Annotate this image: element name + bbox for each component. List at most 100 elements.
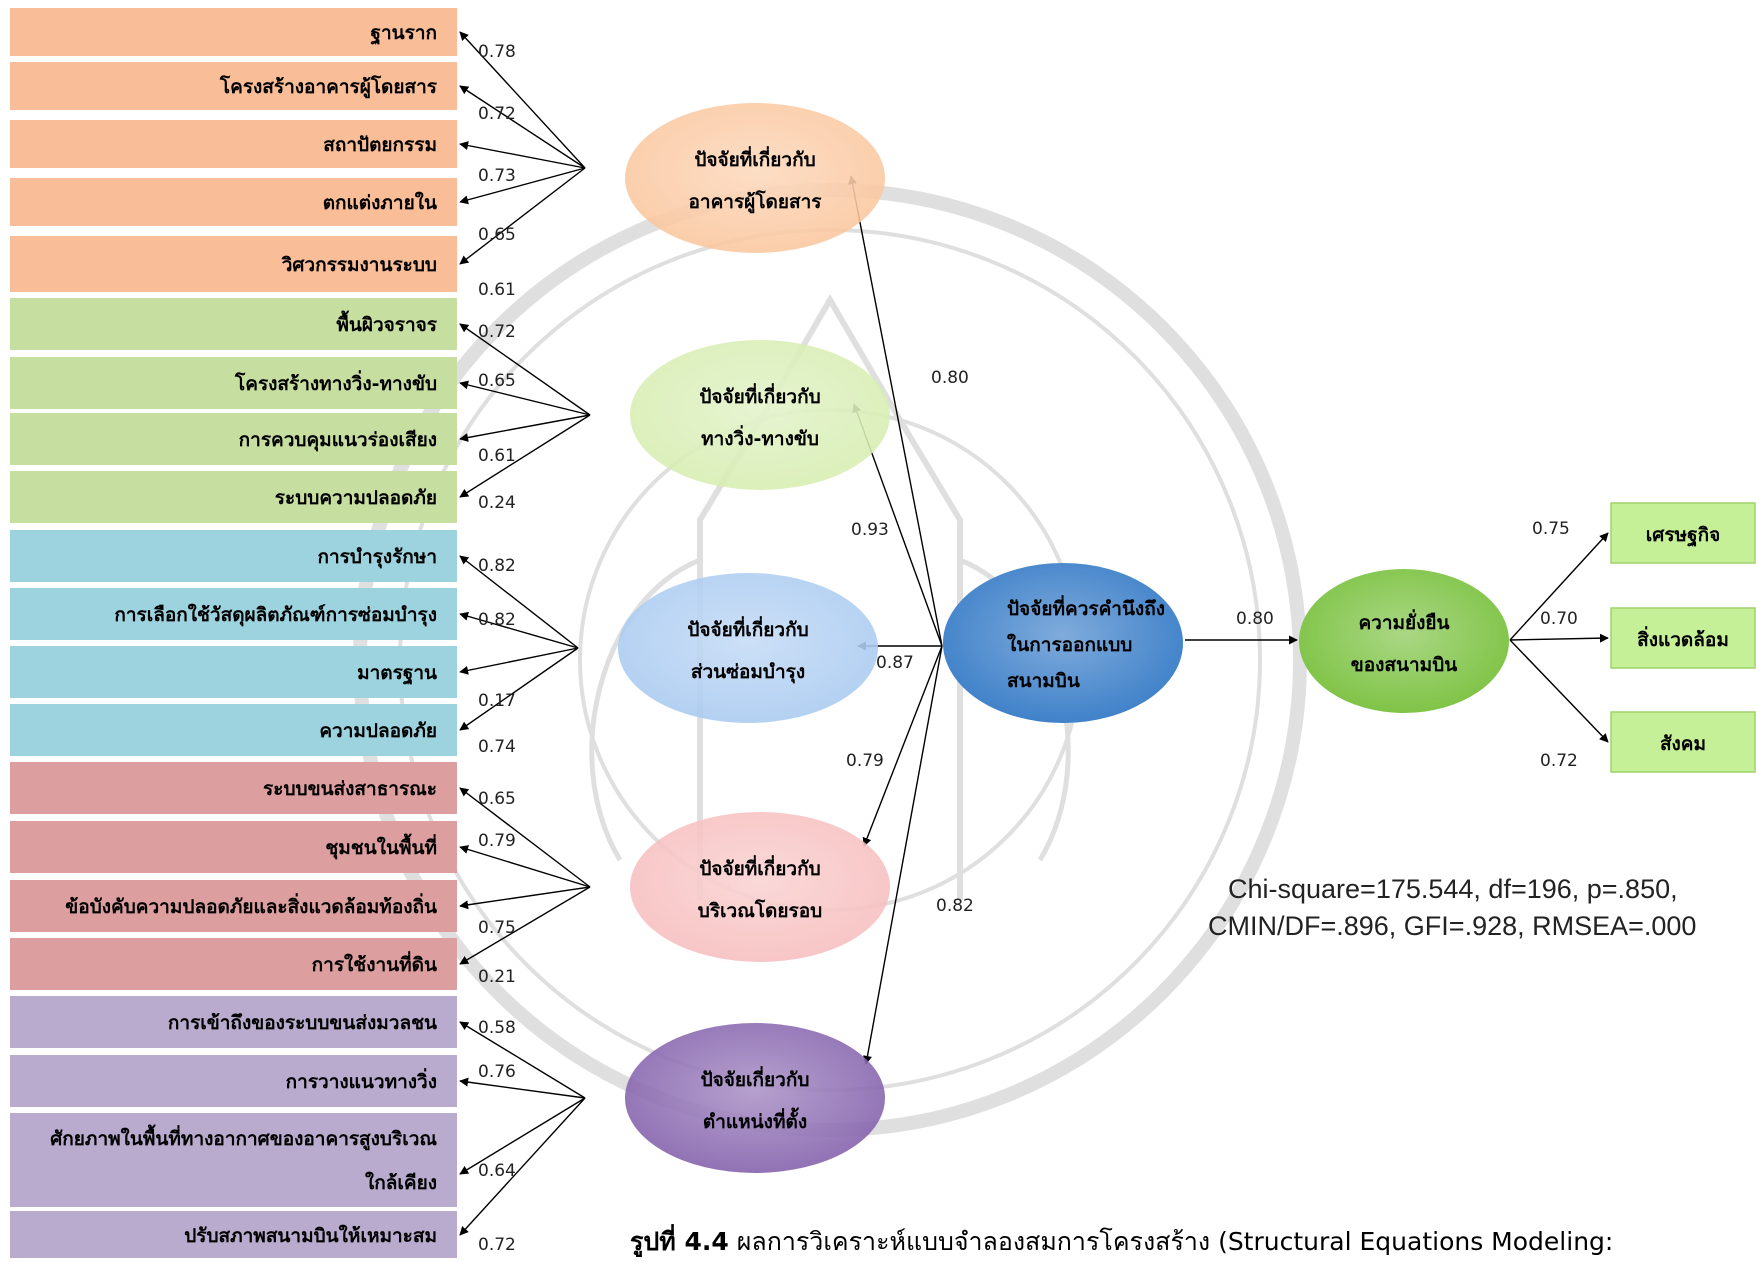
indicator-box-bg [10, 821, 457, 873]
indicator-box-bg [10, 1211, 457, 1258]
loading-arrow [459, 611, 579, 649]
loading-value: 0.74 [478, 737, 516, 757]
outcome-factor-label-line1: ความยั่งยืน [1358, 609, 1449, 634]
outcome-loading-arrow [1509, 532, 1609, 641]
figure-caption: รูปที่ 4.4 ผลการวิเคราะห์แบบจำลองสมการโค… [630, 1222, 1613, 1262]
indicator-box: ระบบขนส่งสาธารณะ [10, 762, 457, 814]
indicator-box: ข้อบังคับความปลอดภัยและสิ่งแวดล้อมท้องถิ… [10, 880, 457, 932]
central-factor-highlight [943, 563, 1183, 723]
figure-caption-text: ผลการวิเคราะห์แบบจำลองสมการโครงสร้าง (St… [728, 1227, 1614, 1256]
loading-arrow [459, 1077, 586, 1099]
indicator-label: ข้อบังคับความปลอดภัยและสิ่งแวดล้อมท้องถิ… [65, 893, 437, 918]
loading-arrow [459, 167, 586, 205]
indicator-label: การควบคุมแนวร่องเสียง [239, 429, 437, 452]
outcome-factor-highlight [1299, 569, 1509, 713]
loading-arrow [459, 31, 586, 169]
indicator-box: โครงสร้างอาคารผู้โดยสาร [10, 62, 457, 110]
indicator-box-bg [10, 704, 457, 756]
outcome-path-coefficient: 0.80 [1236, 609, 1274, 629]
indicator-label: สถาปัตยกรรม [323, 134, 437, 156]
indicator-box-bg [10, 1055, 457, 1107]
indicator-box: มาตรฐาน [10, 646, 457, 698]
structural-path-coefficient: 0.87 [876, 653, 914, 673]
indicator-box-bg [10, 996, 457, 1048]
latent-factor-highlight [625, 1023, 885, 1173]
latent-factors: ปัจจัยที่เกี่ยวกับอาคารผู้โดยสารปัจจัยที… [618, 103, 1509, 1173]
indicator-boxes: ฐานรากโครงสร้างอาคารผู้โดยสารสถาปัตยกรรม… [10, 8, 1756, 1258]
latent-factor-label-line2: อาคารผู้โดยสาร [689, 190, 823, 214]
outcome-indicator-label: เศรษฐกิจ [1646, 524, 1720, 548]
loading-arrow [459, 1097, 586, 1175]
indicator-box: การวางแนวทางวิ่ง [10, 1055, 457, 1107]
loading-arrow [459, 85, 586, 169]
indicator-label: การวางแนวทางวิ่ง [286, 1068, 437, 1093]
indicator-box: วิศวกรรมงานระบบ [10, 236, 457, 292]
indicator-box-bg [10, 471, 457, 523]
indicator-box: ปรับสภาพสนามบินให้เหมาะสม [10, 1211, 457, 1258]
loading-value: 0.79 [478, 831, 516, 851]
structural-path-coefficient: 0.79 [846, 751, 884, 771]
latent-factor-label-line2: ส่วนซ่อมบำรุง [691, 661, 805, 684]
indicator-box-bg [10, 588, 457, 640]
loading-value: 0.65 [478, 225, 516, 245]
loading-value: 0.75 [478, 918, 516, 938]
indicator-box-bg [10, 120, 457, 168]
outcome-indicator: เศรษฐกิจ [1610, 502, 1756, 564]
loading-arrow [459, 845, 591, 888]
model-fit-statistics: Chi-square=175.544, df=196, p=.850, CMIN… [1208, 874, 1696, 941]
loading-value: 0.76 [478, 1062, 516, 1082]
latent-factor-highlight [618, 573, 878, 723]
loading-value: 0.82 [478, 610, 516, 630]
indicator-label: การบำรุงรักษา [318, 546, 438, 569]
indicator-label: การเลือกใช้วัสดุผลิตภัณฑ์การซ่อมบำรุง [114, 603, 437, 627]
loading-arrow [459, 886, 591, 965]
fit-line-2: CMIN/DF=.896, GFI=.928, RMSEA=.000 [1208, 911, 1696, 941]
outcome-indicator-box [1610, 502, 1756, 564]
outcome-factor-label-line2: ของสนามบิน [1351, 654, 1458, 676]
central-factor-label-line1: ปัจจัยที่ควรคำนึงถึง [1007, 595, 1165, 620]
path-coefficients: 0.780.720.730.650.610.720.650.610.240.82… [478, 42, 1578, 1255]
loading-value: 0.78 [478, 42, 516, 62]
loading-arrow [459, 414, 591, 442]
indicator-box: สถาปัตยกรรม [10, 120, 457, 168]
latent-factor-label-line2: ทางวิ่ง-ทางขับ [701, 425, 819, 450]
outcome-indicator-box [1610, 607, 1756, 669]
fit-line-1: Chi-square=175.544, df=196, p=.850, [1228, 874, 1678, 904]
indicator-box-bg [10, 178, 457, 226]
indicator-box-bg [10, 357, 457, 409]
loading-arrow [459, 647, 579, 731]
loading-arrow [459, 380, 591, 416]
indicator-box: การบำรุงรักษา [10, 530, 457, 582]
central-factor-label-line3: สนามบิน [1007, 670, 1080, 692]
latent-factor-label-line1: ปัจจัยเกี่ยวกับ [701, 1066, 810, 1091]
indicator-label: ชุมชนในพื้นที่ [325, 833, 437, 860]
path-arrows [459, 31, 1609, 1236]
latent-factor-label-line1: ปัจจัยที่เกี่ยวกับ [699, 383, 820, 408]
loading-value: 0.64 [478, 1161, 516, 1181]
indicator-box-bg [10, 530, 457, 582]
loading-arrow [459, 647, 579, 675]
indicator-box-bg [10, 646, 457, 698]
outcome-loading-value: 0.72 [1540, 751, 1578, 771]
indicator-box: การใช้งานที่ดิน [10, 938, 457, 990]
loading-arrow [459, 167, 586, 265]
indicator-box: โครงสร้างทางวิ่ง-ทางขับ [10, 357, 457, 409]
latent-factor-label-line2: ตำแหน่งที่ตั้ง [703, 1107, 807, 1133]
loading-value: 0.72 [478, 322, 516, 342]
loading-arrow [459, 787, 591, 888]
latent-factor-label-line1: ปัจจัยที่เกี่ยวกับ [694, 146, 815, 171]
outcome-indicator-label: สิ่งแวดล้อม [1637, 626, 1729, 651]
central-factor-label-line2: ในการออกแบบ [1007, 633, 1132, 656]
indicator-label: โครงสร้างอาคารผู้โดยสาร [219, 75, 438, 99]
outcome-indicator: สังคม [1610, 711, 1756, 773]
loading-value: 0.21 [478, 967, 516, 987]
structural-path-arrow [862, 645, 943, 847]
indicator-label: มาตรฐาน [357, 662, 437, 686]
structural-path-coefficient: 0.93 [851, 520, 889, 540]
indicator-box: ศักยภาพในพื้นที่ทางอากาศของอาคารสูงบริเว… [10, 1113, 457, 1207]
loading-value: 0.65 [478, 789, 516, 809]
loading-arrow [459, 1021, 586, 1099]
latent-factor-highlight [625, 103, 885, 253]
